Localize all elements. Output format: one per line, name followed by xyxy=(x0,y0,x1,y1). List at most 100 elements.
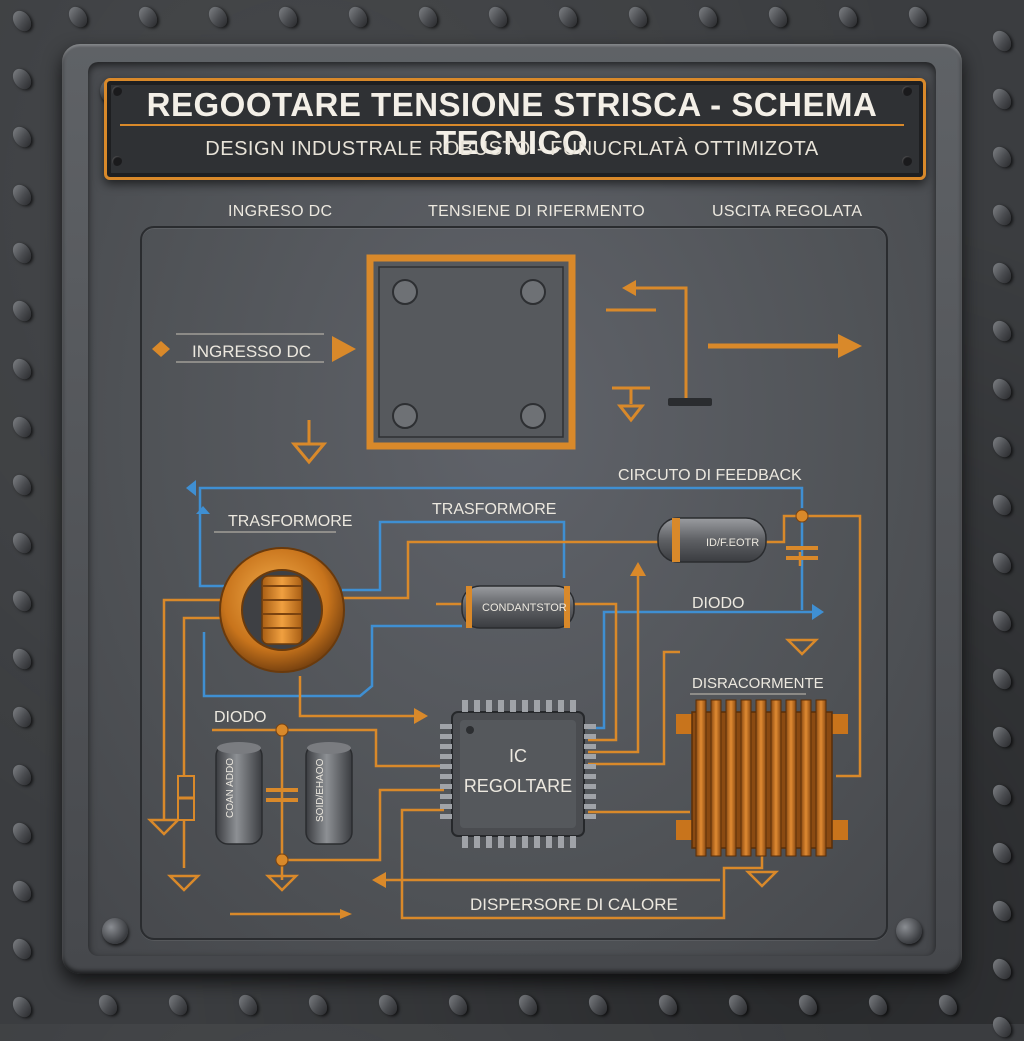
ic-pin xyxy=(570,700,576,712)
ic-pin xyxy=(510,836,516,848)
arrow-right-icon xyxy=(414,708,428,724)
ic-pin xyxy=(498,836,504,848)
resistor xyxy=(657,517,767,563)
input-dc-indicator xyxy=(152,333,356,363)
ic-pin xyxy=(440,784,452,789)
ic-pin xyxy=(584,774,596,779)
ic-pin xyxy=(440,744,452,749)
arrow-right-icon xyxy=(340,909,352,919)
output-arrow-icon xyxy=(708,334,862,358)
transformer-wire-label: TRASFORMORE xyxy=(432,501,556,518)
capacitor-label: CONDANTSTOR xyxy=(482,602,567,614)
heatsink-fin xyxy=(785,699,797,857)
title-divider xyxy=(120,124,904,126)
ic-pin xyxy=(440,754,452,759)
heatsink-fin xyxy=(770,699,782,857)
ic-pin xyxy=(584,794,596,799)
ic-pin xyxy=(584,764,596,769)
cap-right-label: SOID/EHAOO xyxy=(315,758,326,822)
diagram-area xyxy=(140,226,888,940)
title-screw xyxy=(112,156,122,166)
section-label-input: INGRESO DC xyxy=(228,203,333,220)
ic-pin xyxy=(584,784,596,789)
resistor-label: ID/F.EOTR xyxy=(706,537,759,549)
ic-pin xyxy=(440,724,452,729)
ic-pin xyxy=(486,700,492,712)
corner-bolt-bottom-left xyxy=(102,918,128,944)
ic-pin xyxy=(584,724,596,729)
ic-pin xyxy=(440,774,452,779)
heatsink-fin xyxy=(815,699,827,857)
electrolytic-capacitor-right xyxy=(305,742,353,845)
down-arrow-icon xyxy=(290,420,328,465)
feedback-capacitor xyxy=(786,546,818,560)
diode-left-label: DIODO xyxy=(214,709,266,726)
capacitor xyxy=(461,585,575,629)
ic-pin xyxy=(474,836,480,848)
heatsink xyxy=(676,699,848,857)
ground-arrows xyxy=(146,638,820,892)
ic-pin xyxy=(498,700,504,712)
diamond-icon xyxy=(152,341,170,357)
ic-pin xyxy=(584,744,596,749)
heatsink-fin xyxy=(710,699,722,857)
electrolytic-capacitor-left xyxy=(215,742,263,845)
heatsink-fin xyxy=(740,699,752,857)
ic-pin xyxy=(462,700,468,712)
ic-pin xyxy=(522,700,528,712)
ic-pin xyxy=(440,734,452,739)
arrow-up-icon xyxy=(196,506,210,514)
ic-pin xyxy=(584,734,596,739)
heatsink-fin xyxy=(695,699,707,857)
ic-pin xyxy=(558,836,564,848)
ic-pin xyxy=(486,836,492,848)
arrow-right-icon xyxy=(332,336,356,362)
arrow-right-icon xyxy=(812,604,824,620)
ic-pin xyxy=(584,754,596,759)
ic-pin xyxy=(534,836,540,848)
cap-left-label: COAN ADDO xyxy=(225,758,236,818)
ic-pin xyxy=(440,804,452,809)
title-screw xyxy=(902,156,912,166)
feedback-label: CIRCUTO DI FEEDBACK xyxy=(618,467,802,484)
page-title: REGOOTARE TENSIONE STRISCA - SCHEMA TECN… xyxy=(146,86,878,161)
arrow-left-icon xyxy=(372,872,386,888)
ground-plate xyxy=(668,398,712,406)
diode xyxy=(177,775,195,821)
ic-pin xyxy=(440,764,452,769)
heatsink-fin xyxy=(725,699,737,857)
ic-pin xyxy=(546,836,552,848)
ic-label-line1: IC xyxy=(509,746,527,766)
ic-pin xyxy=(584,804,596,809)
reference-block xyxy=(366,254,576,450)
ic-regulator xyxy=(440,700,596,848)
junction-dots xyxy=(275,509,809,867)
transformer-label: TRASFORMORE xyxy=(228,513,352,530)
transformer xyxy=(219,547,345,673)
title-screw xyxy=(902,86,912,96)
heatsink-fin xyxy=(755,699,767,857)
ic-pin xyxy=(462,836,468,848)
diode-right-label: DIODO xyxy=(692,595,744,612)
section-label-output: USCITA REGOLATA xyxy=(712,203,863,220)
section-label-reference: TENSIENE DI RIFERMENTO xyxy=(428,203,645,220)
corner-bolt-bottom-right xyxy=(896,918,922,944)
feedback-wires xyxy=(198,486,812,730)
heat-dissipator-label: DISPERSORE DI CALORE xyxy=(470,895,678,914)
title-plate xyxy=(104,78,926,180)
ic-pin xyxy=(440,814,452,819)
ic-pin xyxy=(534,700,540,712)
flow-arrows xyxy=(340,562,646,919)
ic-pin xyxy=(584,814,596,819)
ic-pin xyxy=(474,700,480,712)
ic-pin xyxy=(570,836,576,848)
ic-pin xyxy=(510,700,516,712)
heatsink-label: DISRACORMENTE xyxy=(692,675,824,692)
arrow-up-icon xyxy=(630,562,646,576)
heatsink-fin xyxy=(800,699,812,857)
page-subtitle: DESIGN INDUSTRALE ROBUSTO - FUNUCRLATÀ O… xyxy=(205,138,819,160)
ic-pin xyxy=(546,700,552,712)
ic-pin xyxy=(522,836,528,848)
ic-pin xyxy=(440,794,452,799)
